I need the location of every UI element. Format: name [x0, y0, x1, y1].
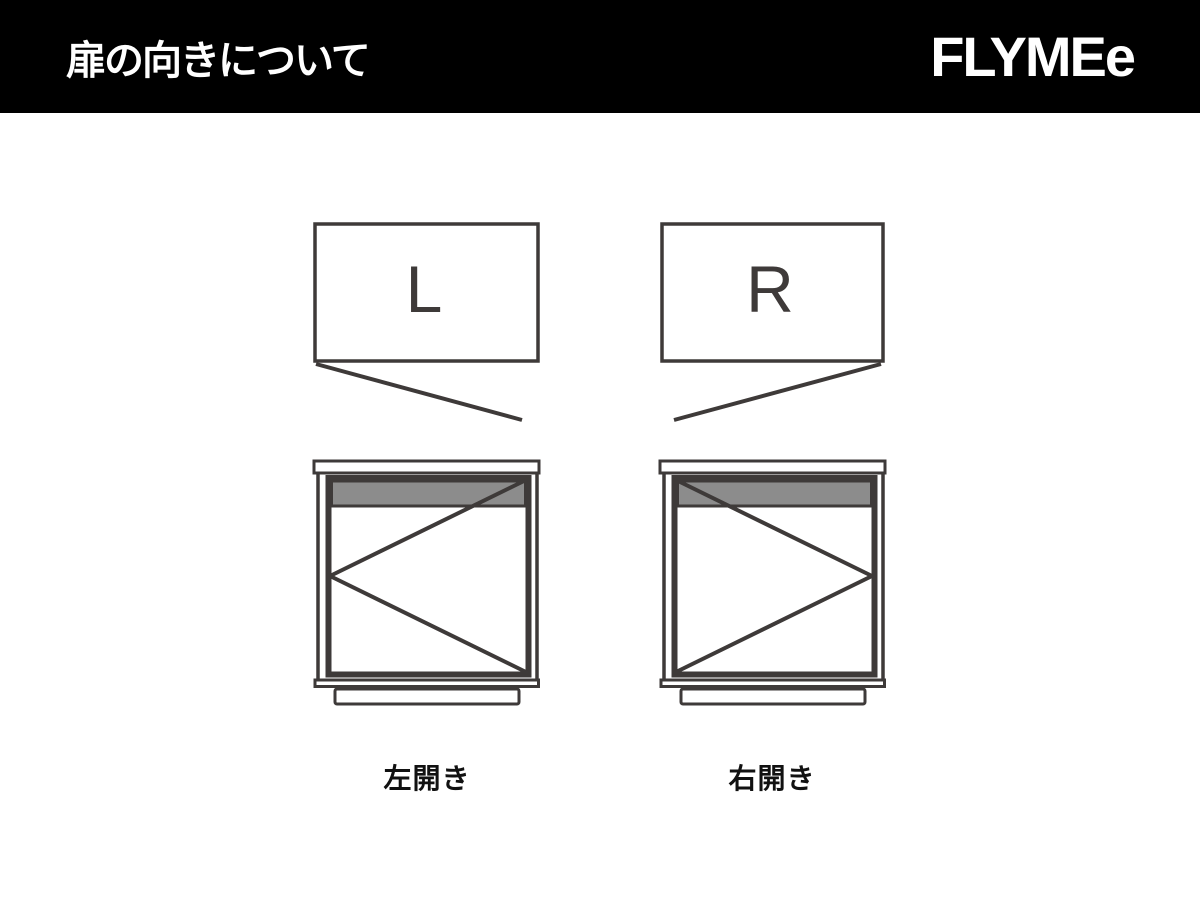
caption-right-open: 右開き [728, 763, 815, 794]
door-swing-line-bottom [329, 574, 529, 675]
leader-line-right [673, 362, 882, 422]
flymee-logo: FLYMEe [930, 25, 1136, 88]
caption-left-open: 左開き [383, 763, 470, 794]
cabinet-bottom-panel [313, 678, 540, 688]
cabinet-body-frame [325, 475, 532, 678]
label-box-right [660, 222, 885, 363]
cabinet-body-frame [671, 475, 878, 678]
page-title: 扉の向きについて [66, 38, 371, 83]
door-letter-l: L [406, 252, 443, 326]
door-swing-line-bottom [673, 574, 873, 675]
cabinet-top-panel [312, 459, 541, 475]
right-door-diagram: R 右開き [658, 222, 887, 794]
cabinet-base [333, 687, 521, 706]
left-door-diagram: L 左開き [312, 222, 541, 794]
cabinet-right [658, 459, 887, 706]
door-letter-r: R [746, 252, 794, 326]
label-box-left [313, 222, 540, 363]
header-bar: 扉の向きについて FLYMEe [0, 0, 1200, 113]
cabinet-base [679, 687, 867, 706]
cabinet-left [312, 459, 541, 706]
cabinet-shelf [676, 479, 873, 508]
cabinet-top-panel [658, 459, 887, 475]
cabinet-bottom-panel [659, 678, 886, 688]
door-swing-line-top [329, 477, 529, 578]
leader-line-left [315, 362, 523, 422]
door-swing-line-top [673, 477, 873, 578]
